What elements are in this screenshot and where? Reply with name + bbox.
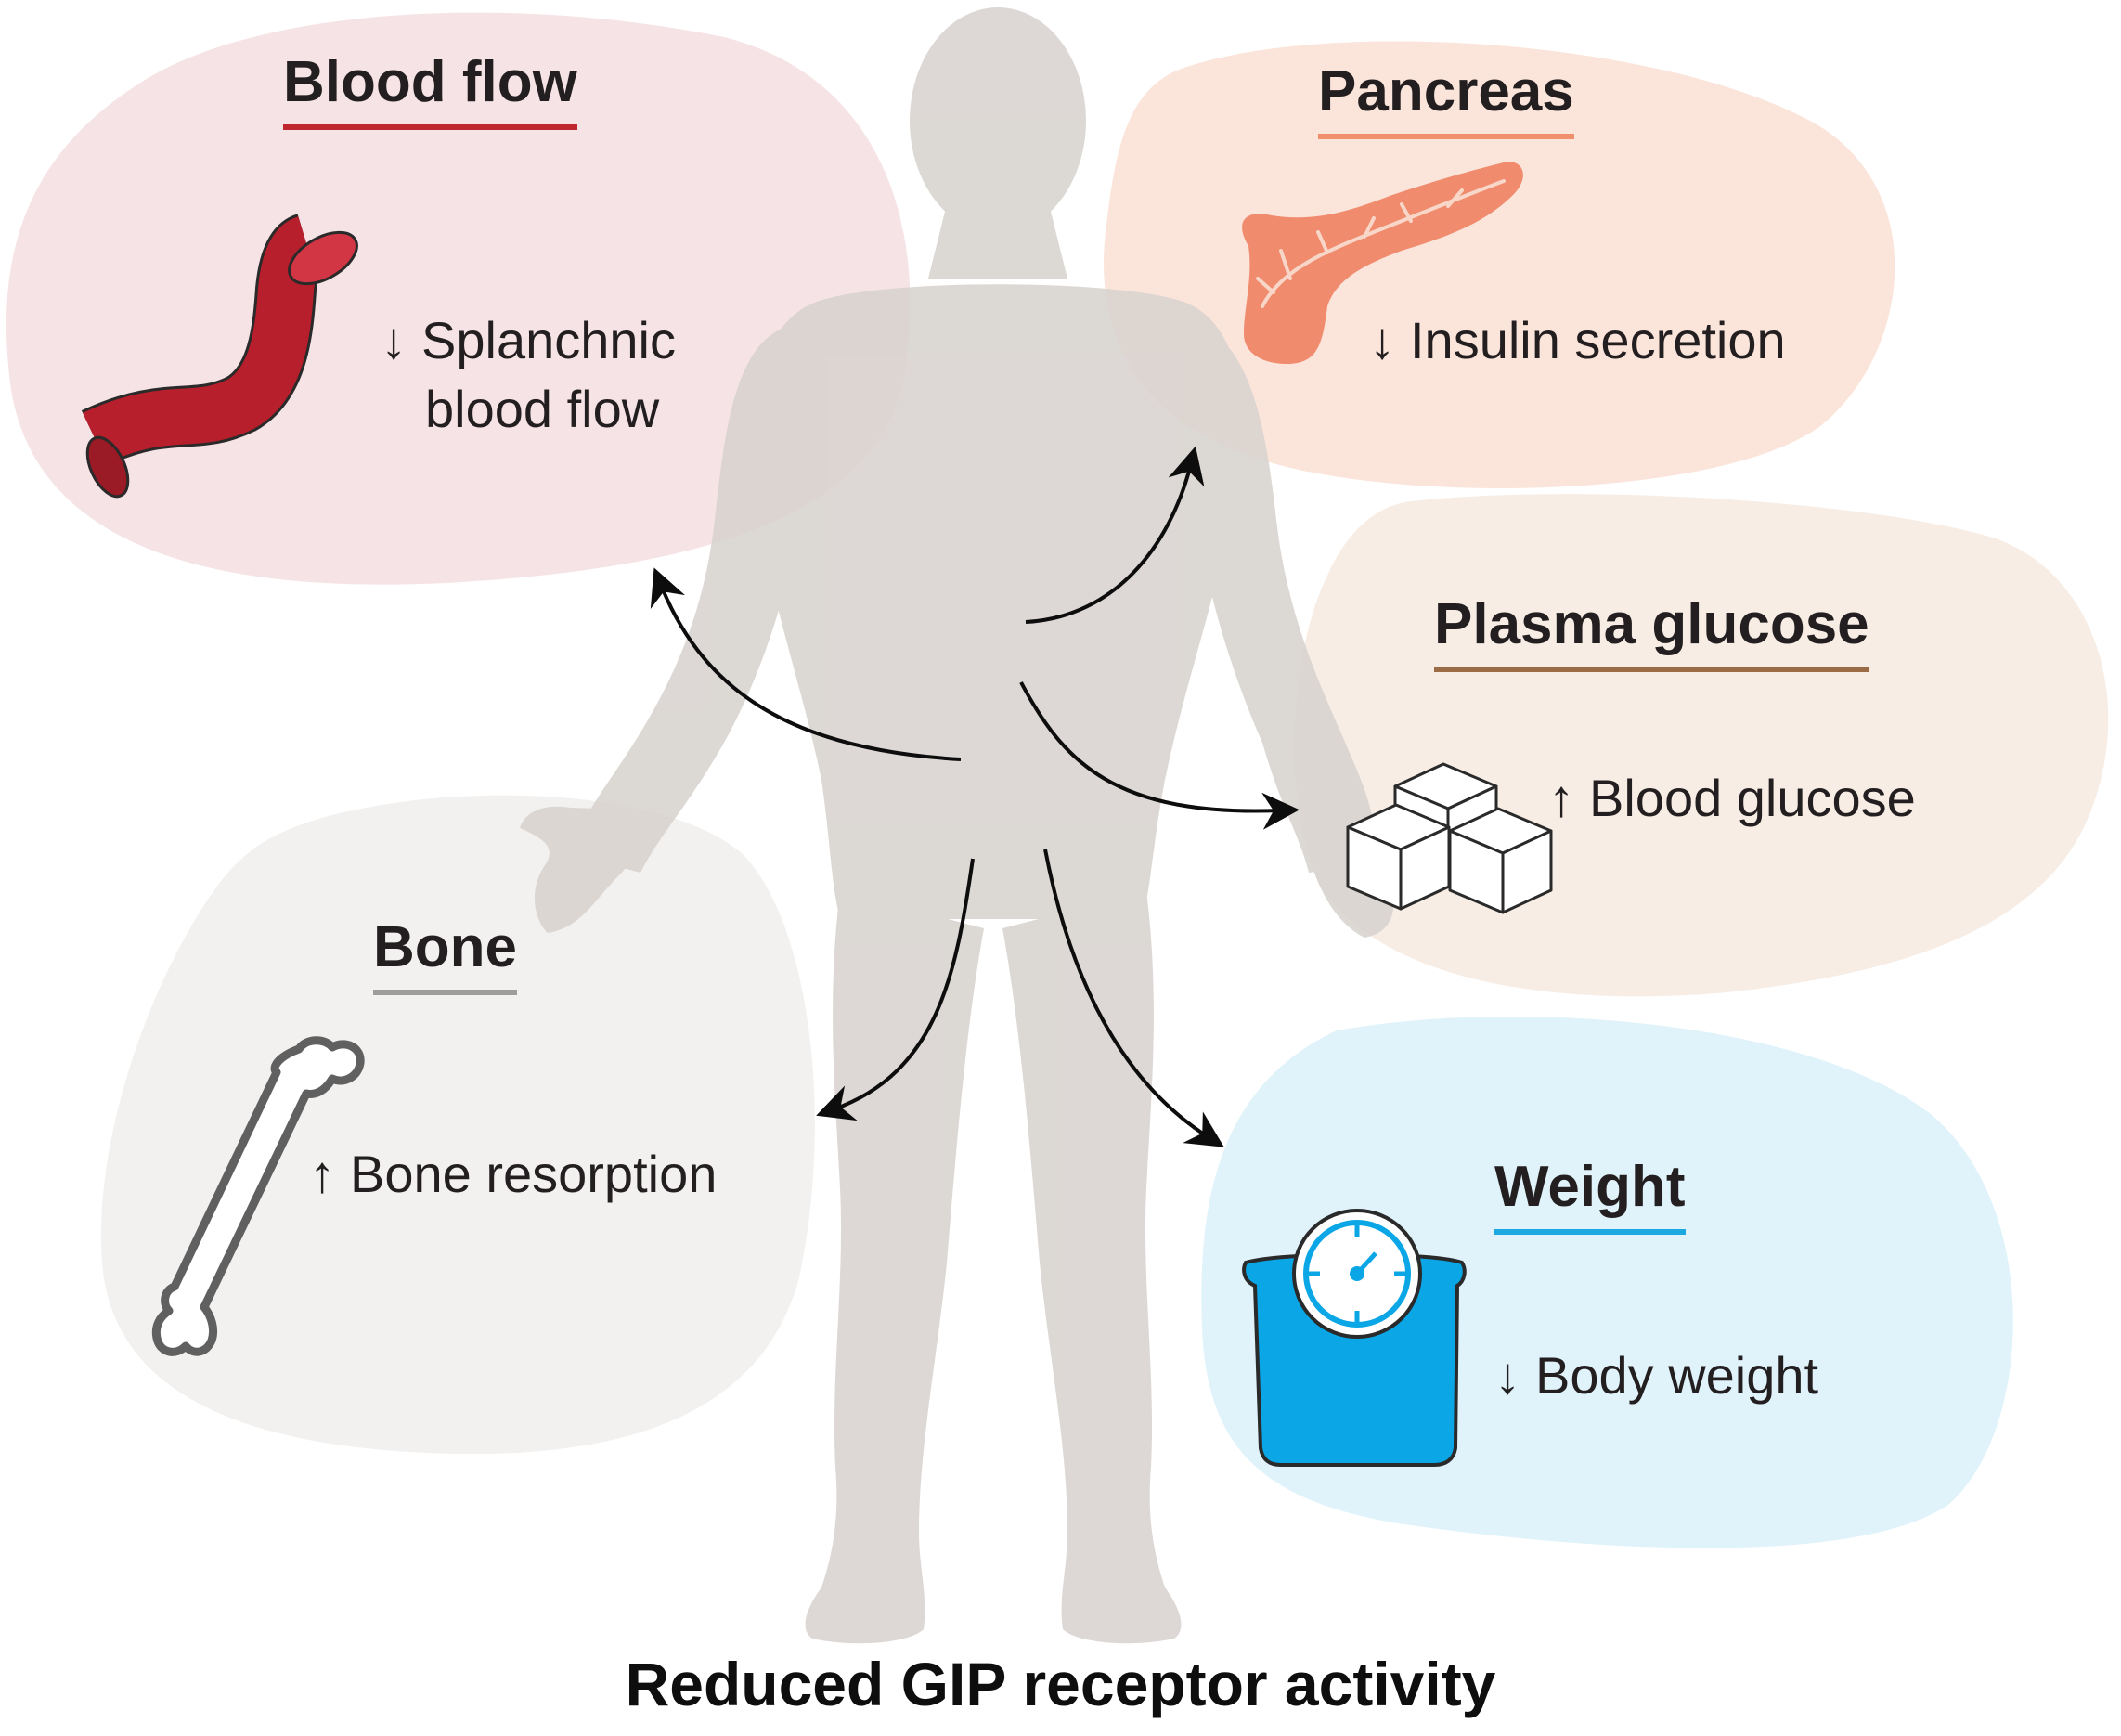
blood-vessel-icon: [81, 214, 358, 499]
bone-heading: Bone: [373, 919, 517, 995]
pancreas-effect: ↓ Insulin secretion: [1369, 306, 1786, 375]
weight-heading-underline: [1494, 1229, 1686, 1235]
plasma-glucose-effect: ↑ Blood glucose: [1548, 764, 1916, 833]
weight-effect: ↓ Body weight: [1494, 1341, 1818, 1410]
decrease-arrow-icon: ↓: [1494, 1346, 1520, 1405]
pancreas-icon: [1242, 162, 1523, 365]
bone-region: [100, 795, 815, 1455]
effect-arrows: [650, 446, 1300, 1147]
bone-heading-underline: [373, 990, 517, 995]
human-silhouette: [520, 7, 1394, 1644]
arrow-to-bone: [816, 858, 975, 1121]
blood-flow-effect-text2: blood flow: [425, 380, 660, 438]
bone-icon: [151, 1036, 365, 1356]
plasma-glucose-heading-underline: [1434, 667, 1869, 672]
blood-flow-region: [6, 12, 911, 585]
plasma-glucose-region: [1294, 494, 2109, 997]
bone-effect: ↑ Bone resorption: [309, 1140, 717, 1209]
blood-flow-effect: ↓Splanchnic blood flow: [381, 306, 676, 444]
arrow-to-pancreas: [1025, 446, 1205, 624]
weighing-scale-icon: [1242, 1209, 1467, 1467]
plasma-glucose-heading-text: Plasma glucose: [1434, 592, 1869, 656]
blood-flow-heading-text: Blood flow: [283, 50, 577, 114]
blood-flow-effect-text1: Splanchnic: [421, 311, 676, 369]
arrow-to-plasma-glucose: [1019, 681, 1300, 830]
pancreas-effect-text: Insulin secretion: [1410, 311, 1786, 369]
increase-arrow-icon: ↑: [309, 1145, 335, 1203]
arrow-to-blood-flow: [650, 567, 962, 761]
blood-flow-effect-line2: blood flow: [381, 375, 676, 444]
weight-heading-text: Weight: [1494, 1155, 1686, 1219]
blood-flow-heading: Blood flow: [283, 54, 577, 130]
bone-effect-text: Bone resorption: [350, 1145, 718, 1203]
decrease-arrow-icon: ↓: [381, 311, 407, 369]
plasma-glucose-effect-text: Blood glucose: [1589, 769, 1916, 827]
pancreas-heading-underline: [1318, 134, 1574, 139]
blood-flow-effect-line1: ↓Splanchnic: [381, 306, 676, 375]
increase-arrow-icon: ↑: [1548, 769, 1574, 827]
decrease-arrow-icon: ↓: [1369, 311, 1395, 369]
pancreas-region: [1104, 41, 1895, 488]
pancreas-heading: Pancreas: [1318, 63, 1574, 139]
weight-heading: Weight: [1494, 1159, 1686, 1235]
pancreas-heading-text: Pancreas: [1318, 59, 1574, 123]
arrow-to-weight: [1043, 849, 1224, 1147]
diagram-title: Reduced GIP receptor activity: [625, 1650, 1496, 1718]
weight-effect-text: Body weight: [1535, 1346, 1819, 1405]
blood-flow-heading-underline: [283, 124, 577, 130]
bone-heading-text: Bone: [373, 915, 517, 979]
sugar-cubes-icon: [1346, 762, 1553, 914]
plasma-glucose-heading: Plasma glucose: [1434, 596, 1869, 672]
